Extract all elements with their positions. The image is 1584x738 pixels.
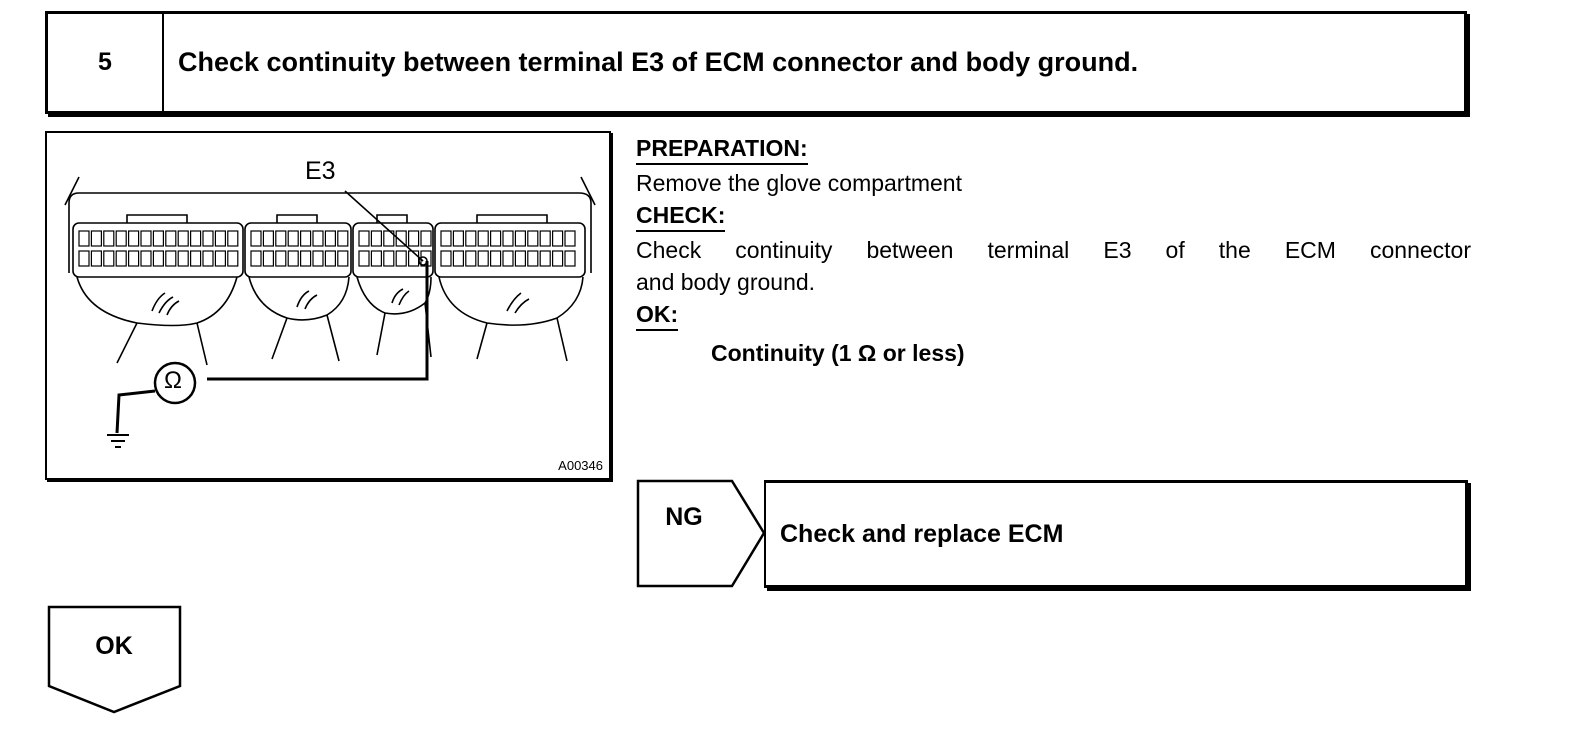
connector-terminal (490, 250, 502, 267)
connector-terminal (490, 230, 502, 247)
ng-arrow-icon (636, 479, 766, 588)
connector-terminal (440, 250, 452, 267)
preparation-text: Remove the glove compartment (636, 170, 962, 196)
connector-terminal (202, 230, 214, 247)
connector-terminal (564, 250, 576, 267)
connector-terminal (177, 250, 189, 267)
connector-terminal (370, 250, 382, 267)
connector-terminal (324, 230, 336, 247)
connector-terminal (477, 250, 489, 267)
connector-terminal (337, 230, 349, 247)
connector-terminal (78, 230, 90, 247)
connector-terminal (440, 230, 452, 247)
connector-terminal (408, 250, 420, 267)
check-text-line1: Check continuity between terminal E3 of … (636, 237, 1471, 263)
connector-terminal (300, 250, 312, 267)
instructions: PREPARATION: Remove the glove compartmen… (636, 132, 1471, 369)
connector-terminal (250, 250, 262, 267)
connector-terminal (337, 250, 349, 267)
connector-terminal (420, 230, 432, 247)
connector-terminal (165, 230, 177, 247)
step-header: 5 Check continuity between terminal E3 o… (45, 11, 1467, 114)
connector-terminal (358, 230, 370, 247)
connector-terminal (539, 250, 551, 267)
connector-terminal (214, 230, 226, 247)
check-text-line2: and body ground. (636, 269, 816, 295)
connector-terminal (552, 250, 564, 267)
step-title: Check continuity between terminal E3 of … (178, 47, 1139, 77)
connector-terminal (140, 230, 152, 247)
connector-terminal (465, 230, 477, 247)
connector-terminal (552, 230, 564, 247)
ok-criteria: Continuity (1 Ω or less) (711, 340, 965, 366)
connector-terminal (115, 230, 127, 247)
connector-terminal (395, 230, 407, 247)
step-number: 5 (48, 14, 164, 111)
ok-label: OK (95, 632, 133, 660)
connector-terminal (152, 230, 165, 247)
connector-terminal (90, 230, 103, 247)
ecm-connector-illustration (64, 176, 596, 448)
connector-terminal (127, 230, 140, 247)
figure-code: A00346 (558, 458, 603, 473)
connector-terminal (165, 250, 177, 267)
connector-terminal (527, 230, 539, 247)
connector-terminal (90, 250, 103, 267)
connector-terminal (275, 250, 287, 267)
connector-terminal (227, 230, 239, 247)
connector-terminal (275, 230, 287, 247)
connector-terminal (539, 230, 551, 247)
connector-terminal (262, 230, 274, 247)
connector-terminal (452, 250, 464, 267)
connector-terminal (477, 230, 489, 247)
connector-terminal (127, 250, 140, 267)
preparation-heading: PREPARATION: (636, 133, 808, 165)
connector-terminal (287, 230, 299, 247)
connector-terminal (395, 250, 407, 267)
connector-terminal (190, 250, 202, 267)
check-heading: CHECK: (636, 200, 726, 232)
terminal-e3-label: E3 (305, 157, 336, 185)
connector-terminal (527, 250, 539, 267)
connector-terminal (300, 230, 312, 247)
connector-terminal (78, 250, 90, 267)
connector-terminal (514, 250, 526, 267)
connector-terminal (103, 230, 115, 247)
ok-heading: OK: (636, 299, 679, 331)
connector-terminal (502, 230, 514, 247)
connector-terminal (202, 250, 214, 267)
connector-terminal (140, 250, 152, 267)
connector-terminal (250, 230, 262, 247)
connector-terminal (103, 250, 115, 267)
ok-arrow-icon (47, 605, 182, 714)
connector-terminal (564, 230, 576, 247)
connector-terminal (190, 230, 202, 247)
connector-terminal (287, 250, 299, 267)
connector-terminal (408, 230, 420, 247)
connector-terminal (115, 250, 127, 267)
connector-terminal (214, 250, 226, 267)
connector-terminal (358, 250, 370, 267)
connector-terminal (514, 230, 526, 247)
connector-terminal (383, 250, 395, 267)
connector-terminal (312, 230, 324, 247)
connector-diagram: E3 Ω A00346 (45, 131, 611, 480)
connector-terminal (465, 250, 477, 267)
connector-terminal (262, 250, 274, 267)
connector-terminal (312, 250, 324, 267)
connector-terminal (370, 230, 382, 247)
connector-terminal (152, 250, 165, 267)
connector-terminal (452, 230, 464, 247)
ng-label: NG (665, 503, 703, 531)
ng-action: Check and replace ECM (764, 480, 1468, 588)
ohmmeter-symbol: Ω (164, 367, 182, 394)
connector-terminal (177, 230, 189, 247)
connector-terminal (227, 250, 239, 267)
connector-terminal (502, 250, 514, 267)
connector-terminal (324, 250, 336, 267)
